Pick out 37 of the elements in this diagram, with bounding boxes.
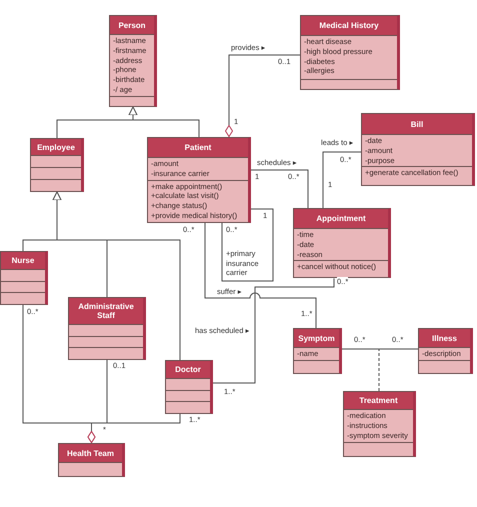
class-box bbox=[30, 138, 84, 192]
class-name: Bill bbox=[410, 120, 424, 128]
class-box bbox=[293, 328, 342, 374]
class-box bbox=[300, 15, 400, 90]
class-name: Treatment bbox=[359, 396, 398, 405]
class-box bbox=[0, 251, 48, 305]
class-name: Medical History bbox=[319, 21, 379, 30]
class-box bbox=[109, 15, 157, 107]
class-name: Doctor bbox=[175, 365, 201, 374]
class-name: Administrative Staff bbox=[77, 302, 135, 320]
association-line bbox=[322, 152, 362, 208]
dashed-line bbox=[378, 349, 380, 392]
class-box bbox=[58, 443, 125, 477]
class-name: Patient bbox=[184, 143, 212, 152]
class-box bbox=[343, 391, 416, 457]
class-box bbox=[165, 360, 213, 414]
class-name: Employee bbox=[37, 142, 75, 152]
generalization-arrow bbox=[128, 106, 200, 138]
aggregation-line bbox=[225, 54, 300, 138]
class-box bbox=[361, 113, 475, 186]
generalization-arrow bbox=[52, 192, 180, 360]
class-name: Health Team bbox=[67, 448, 114, 458]
association-line bbox=[222, 208, 274, 282]
class-name: Person bbox=[118, 20, 146, 30]
association-line bbox=[204, 222, 316, 328]
association-line bbox=[212, 278, 334, 384]
class-name: Appointment bbox=[316, 214, 366, 223]
aggregation-line bbox=[88, 414, 180, 444]
association-line bbox=[250, 170, 308, 208]
class-box bbox=[147, 137, 251, 223]
class-box bbox=[68, 297, 146, 360]
class-box bbox=[418, 328, 473, 374]
class-name: Illness bbox=[432, 334, 457, 342]
class-name: Nurse bbox=[12, 256, 34, 265]
association-line bbox=[342, 348, 418, 350]
class-name: Symptom bbox=[298, 334, 335, 342]
class-box bbox=[293, 208, 391, 278]
